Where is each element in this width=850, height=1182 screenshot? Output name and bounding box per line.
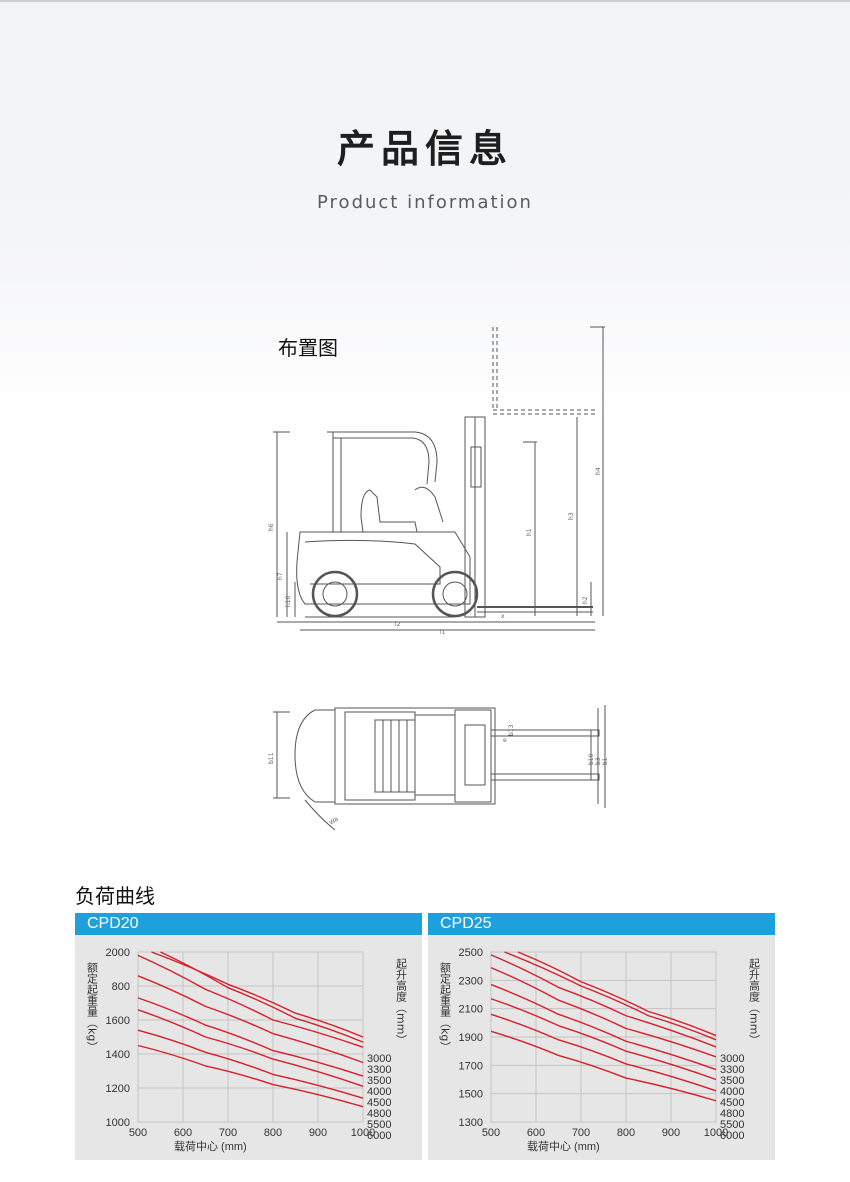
series-line xyxy=(504,951,717,1041)
series-line xyxy=(517,951,717,1037)
y-tick-label: 1500 xyxy=(459,1089,483,1101)
y-axis-label: 额定起重量（kg） xyxy=(439,962,452,1053)
series-line xyxy=(160,951,364,1043)
svg-text:e: e xyxy=(503,737,507,744)
x-tick-label: 900 xyxy=(662,1127,680,1139)
series-label: 4500 xyxy=(367,1097,391,1109)
svg-text:b13: b13 xyxy=(508,724,515,736)
x-tick-label: 600 xyxy=(527,1127,545,1139)
y-tick-label: 1000 xyxy=(106,1117,130,1129)
svg-text:h4: h4 xyxy=(595,467,602,475)
svg-text:h10: h10 xyxy=(285,595,292,607)
x-axis-label: 载荷中心 (mm) xyxy=(527,1140,600,1153)
svg-text:h1: h1 xyxy=(526,528,533,536)
y-tick-label: 1200 xyxy=(106,1083,130,1095)
series-line xyxy=(137,1029,364,1099)
series-label: 6000 xyxy=(720,1130,744,1142)
page-subtitle: Product information xyxy=(317,192,533,213)
svg-text:b3: b3 xyxy=(595,757,602,765)
svg-text:h3: h3 xyxy=(568,512,575,520)
series-line xyxy=(137,954,364,1048)
svg-text:h2: h2 xyxy=(582,596,589,604)
chart-title: CPD20 xyxy=(75,913,422,935)
x-tick-label: 600 xyxy=(174,1127,192,1139)
chart-panel-cpd25: CPD25 1300 1500 1700 1900 2100 2300 2500 500 600… xyxy=(428,913,775,1160)
series-line xyxy=(137,1009,364,1087)
plot-area xyxy=(137,951,364,1123)
top-divider xyxy=(0,0,850,2)
series-line xyxy=(490,983,717,1071)
y-tick-label: 1600 xyxy=(106,1015,130,1027)
svg-text:Wa: Wa xyxy=(328,815,340,826)
y-tick-label: 2300 xyxy=(459,975,483,987)
series-line xyxy=(137,1044,364,1108)
series-label: 3300 xyxy=(367,1064,391,1076)
series-label: 3000 xyxy=(367,1053,391,1065)
svg-text:b10: b10 xyxy=(588,753,595,765)
layout-section-label: 布置图 xyxy=(278,336,338,360)
x-axis-label: 载荷中心 (mm) xyxy=(174,1140,247,1153)
x-tick-label: 1000 xyxy=(704,1127,728,1139)
chart-svg-cpd25: 1300 1500 1700 1900 2100 2300 2500 500 600 700 800… xyxy=(439,947,761,1153)
forklift-top-view-drawing: b11 b13 b10 b3 b1 Wa e xyxy=(268,705,609,831)
chart-panel-cpd20: CPD20 1000 1200 1400 1600 800 2000 500 600 700 80… xyxy=(75,913,422,1160)
series-line xyxy=(137,975,364,1064)
x-tick-label: 800 xyxy=(264,1127,282,1139)
series-label: 4800 xyxy=(720,1108,744,1120)
x-tick-label: 500 xyxy=(129,1127,147,1139)
svg-text:h6: h6 xyxy=(268,523,275,531)
x-tick-label: 800 xyxy=(617,1127,635,1139)
svg-text:b1: b1 xyxy=(602,757,609,765)
x-tick-label: 700 xyxy=(219,1127,237,1139)
y-tick-label: 2000 xyxy=(106,947,130,959)
y-tick-label: 1300 xyxy=(459,1117,483,1129)
series-label: 3000 xyxy=(720,1053,744,1065)
x-tick-label: 500 xyxy=(482,1127,500,1139)
svg-text:b11: b11 xyxy=(268,752,275,764)
series-label: 4000 xyxy=(367,1086,391,1098)
series-label: 3500 xyxy=(367,1075,391,1087)
svg-text:l2: l2 xyxy=(395,621,401,628)
y-tick-label: 2100 xyxy=(459,1004,483,1016)
y-tick-label: 2500 xyxy=(459,947,483,959)
series-label: 5500 xyxy=(720,1119,744,1131)
x-tick-label: 700 xyxy=(572,1127,590,1139)
series-label: 6000 xyxy=(367,1130,391,1142)
page-title: 产品信息 xyxy=(336,127,513,171)
series-label: 3300 xyxy=(720,1064,744,1076)
svg-text:h7: h7 xyxy=(277,572,284,580)
series-label: 4800 xyxy=(367,1108,391,1120)
y-axis-label: 额定起重量（kg） xyxy=(86,962,99,1053)
series-line xyxy=(137,997,364,1077)
chart-svg-cpd20: 1000 1200 1400 1600 800 2000 500 600 700 800 900 10… xyxy=(86,947,408,1153)
forklift-side-view-drawing: h6 h7 h10 h1 h3 h4 h2 l2 l1 x xyxy=(268,326,605,636)
chart-title: CPD25 xyxy=(428,913,775,935)
y-tick-label: 1900 xyxy=(459,1032,483,1044)
svg-text:l1: l1 xyxy=(440,629,446,636)
y-tick-label: 1400 xyxy=(106,1049,130,1061)
series-label: 5500 xyxy=(367,1119,391,1131)
series-line xyxy=(490,1030,717,1102)
series-line xyxy=(490,954,717,1048)
series-line xyxy=(490,1013,717,1092)
svg-text:x: x xyxy=(501,613,505,620)
series-line xyxy=(490,966,717,1058)
load-section-label: 负荷曲线 xyxy=(75,884,155,908)
x-tick-label: 1000 xyxy=(351,1127,375,1139)
series-line xyxy=(151,951,364,1038)
right-axis-label: 起升高度（mm） xyxy=(748,958,761,1046)
y-tick-label: 1700 xyxy=(459,1060,483,1072)
series-label: 4000 xyxy=(720,1086,744,1098)
series-label: 4500 xyxy=(720,1097,744,1109)
series-line xyxy=(490,998,717,1081)
right-axis-label: 起升高度（mm） xyxy=(395,958,408,1046)
y-tick-label: 800 xyxy=(112,981,130,993)
x-tick-label: 900 xyxy=(309,1127,327,1139)
series-label: 3500 xyxy=(720,1075,744,1087)
